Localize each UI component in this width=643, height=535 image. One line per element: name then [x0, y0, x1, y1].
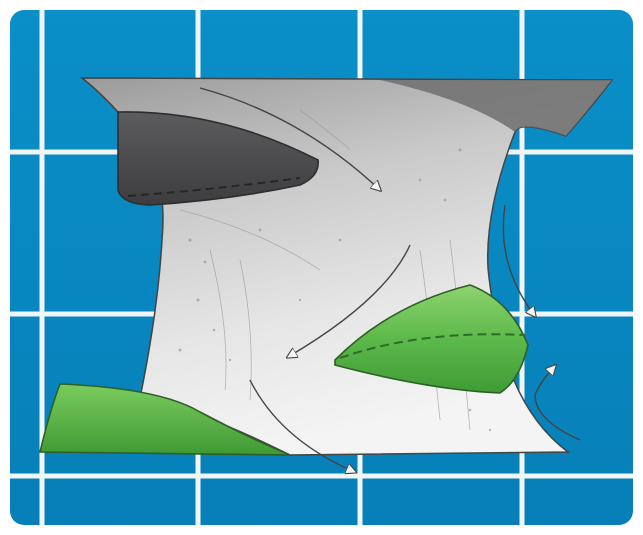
flow-arrow-icon	[534, 366, 581, 441]
dark-fin	[117, 111, 319, 206]
flow-arrow-icon	[288, 244, 411, 357]
flow-arrow-icon	[502, 204, 535, 316]
green-base	[38, 383, 291, 456]
flow-arrow-icon	[199, 87, 380, 190]
green-fin	[334, 284, 529, 394]
flow-arrows	[199, 87, 581, 472]
flow-arrow-icon	[249, 379, 355, 472]
